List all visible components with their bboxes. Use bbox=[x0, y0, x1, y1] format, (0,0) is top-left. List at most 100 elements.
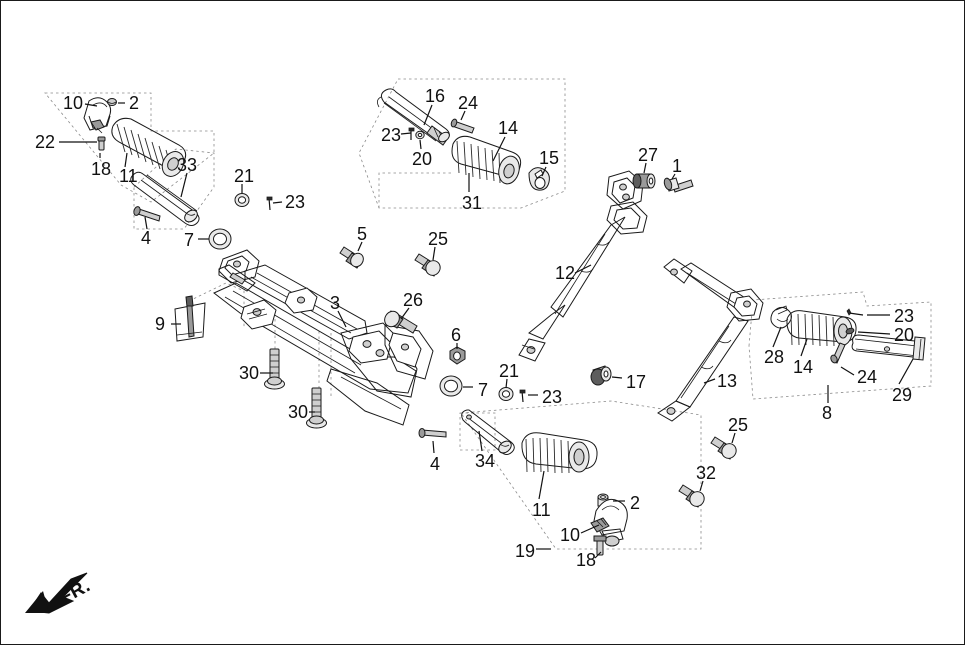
part-29-right-footrest-bar bbox=[851, 334, 926, 361]
part-33-left-footrest-bar bbox=[130, 171, 200, 226]
group-boundary-31 bbox=[358, 78, 566, 209]
leader-13 bbox=[703, 378, 716, 384]
part-16-front-footrest-bar bbox=[377, 88, 450, 146]
group-boundary-19 bbox=[460, 400, 702, 550]
leader-28 bbox=[772, 326, 782, 348]
callout-4a: 4 bbox=[141, 228, 152, 248]
part-20-right-washer bbox=[845, 327, 855, 335]
part-1-pivot-bolt bbox=[663, 177, 694, 193]
callout-17: 17 bbox=[626, 372, 647, 392]
part-3-footrest-frame bbox=[213, 249, 434, 426]
leader-23a bbox=[272, 201, 283, 204]
fr-arrow-icon bbox=[25, 572, 88, 614]
part-14-front-footrest-rubber bbox=[451, 135, 522, 185]
part-2-left-collar bbox=[107, 98, 117, 106]
leader-15 bbox=[541, 166, 547, 177]
leader-26 bbox=[400, 307, 410, 320]
part-27-bushing bbox=[632, 173, 656, 189]
callout-23c: 23 bbox=[542, 387, 563, 407]
callout-6: 6 bbox=[451, 325, 462, 345]
leader-1 bbox=[671, 173, 676, 180]
part-11-left-footrest-rubber bbox=[111, 117, 187, 177]
leader-14b bbox=[800, 338, 808, 357]
part-5-flange-bolt bbox=[339, 246, 364, 269]
callout-3: 3 bbox=[330, 293, 341, 313]
callout-19: 19 bbox=[515, 541, 536, 561]
callout-23d: 23 bbox=[894, 306, 915, 326]
part-21-left-washer bbox=[234, 193, 250, 207]
callout-22: 22 bbox=[35, 132, 56, 152]
leader-3 bbox=[337, 310, 347, 328]
callout-7a: 7 bbox=[184, 230, 195, 250]
leader-20b bbox=[857, 331, 891, 335]
leader-18b bbox=[594, 551, 602, 559]
part-17-bushing bbox=[590, 365, 612, 386]
part-23-right-cotter-pin bbox=[846, 308, 864, 316]
leader-24b bbox=[840, 366, 855, 376]
part-26-flange-bolt bbox=[384, 310, 418, 334]
callout-9: 9 bbox=[155, 314, 166, 334]
callout-28: 28 bbox=[764, 347, 785, 367]
part-10-right-bracket bbox=[590, 498, 628, 547]
callout-18b: 18 bbox=[576, 550, 597, 570]
part-18-left-bolt bbox=[97, 136, 106, 151]
leader-14a bbox=[492, 136, 506, 162]
group-boundary-31-notch bbox=[378, 172, 453, 208]
group-boundary-33 bbox=[133, 148, 215, 230]
part-25-right-flange-bolt bbox=[710, 436, 737, 460]
group-boundary-22 bbox=[44, 92, 215, 203]
leader-32 bbox=[699, 480, 704, 492]
callout-21a: 21 bbox=[234, 166, 255, 186]
callout-31: 31 bbox=[462, 193, 483, 213]
callout-15: 15 bbox=[539, 148, 560, 168]
callout-20a: 20 bbox=[412, 149, 433, 169]
part-4-right-pin bbox=[418, 428, 447, 438]
part-11-right-footrest-rubber bbox=[521, 432, 598, 474]
leader-29 bbox=[898, 358, 914, 385]
callout-16: 16 bbox=[425, 86, 446, 106]
leader-11b bbox=[538, 470, 545, 500]
leader-10a bbox=[84, 103, 98, 107]
leader-25b bbox=[731, 432, 736, 444]
leader-27 bbox=[643, 162, 647, 174]
callout-34: 34 bbox=[475, 451, 496, 471]
part-34-pivot-shaft bbox=[461, 409, 515, 455]
part-30-bolt-lower bbox=[306, 387, 327, 429]
callout-32: 32 bbox=[696, 463, 717, 483]
callout-26: 26 bbox=[403, 290, 424, 310]
leader-4b bbox=[432, 440, 435, 454]
part-13-gear-shift-arm bbox=[657, 258, 764, 422]
leader-23b bbox=[400, 132, 412, 135]
callout-24b: 24 bbox=[857, 367, 878, 387]
callout-27: 27 bbox=[638, 145, 659, 165]
part-24-right-pin bbox=[830, 342, 846, 364]
part-10-left-bracket bbox=[83, 97, 112, 134]
leader-20a bbox=[419, 139, 422, 150]
part-23-left-cotter-pin bbox=[266, 196, 273, 211]
callout-8: 8 bbox=[822, 403, 833, 423]
part-4-left-pin bbox=[133, 206, 161, 222]
part-23-front-cotter-pin bbox=[408, 127, 415, 140]
callout-10b: 10 bbox=[560, 525, 581, 545]
callout-1: 1 bbox=[672, 156, 683, 176]
part-15-front-clip bbox=[528, 167, 550, 191]
leader-21b bbox=[505, 378, 508, 389]
part-32-flange-bolt bbox=[678, 484, 705, 508]
callout-2a: 2 bbox=[129, 93, 140, 113]
callout-18a: 18 bbox=[91, 159, 112, 179]
callout-11a: 11 bbox=[119, 166, 138, 186]
callout-10a: 10 bbox=[63, 93, 84, 113]
callout-30b: 30 bbox=[288, 402, 309, 422]
leader-4a bbox=[144, 216, 148, 230]
leader-33 bbox=[180, 172, 188, 198]
leader-11a bbox=[124, 152, 128, 168]
orientation-marker: FR. bbox=[19, 567, 139, 625]
part-18-right-bolt bbox=[593, 535, 607, 556]
callout-12: 12 bbox=[555, 263, 576, 283]
callout-21b: 21 bbox=[499, 361, 520, 381]
callout-29: 29 bbox=[892, 385, 913, 405]
